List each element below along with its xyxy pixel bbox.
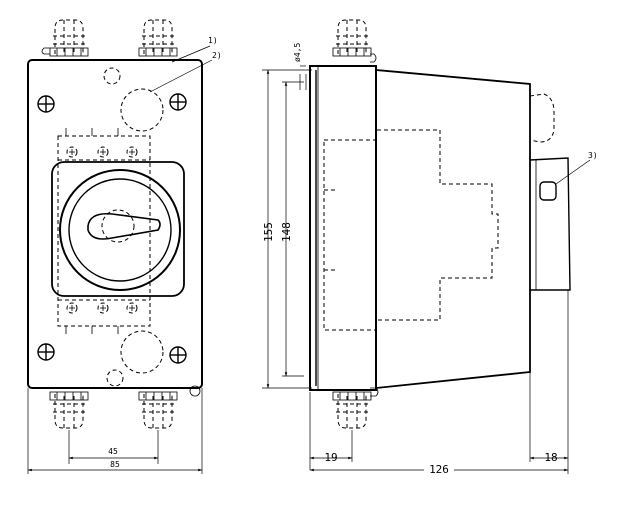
front-small-knockout-top <box>103 67 121 85</box>
callout-3: 3) <box>555 151 598 185</box>
dim-overall-height: 155 <box>262 69 312 389</box>
dim-lid-depth-label: 19 <box>324 451 337 464</box>
side-lid <box>309 65 377 391</box>
front-knob-inner <box>68 178 172 282</box>
dim-overall-height-label: 155 <box>262 222 275 242</box>
front-internal-module <box>57 128 151 334</box>
dim-protrusion-label: 18 <box>544 451 557 464</box>
dim-gland-spacing-label: 45 <box>108 447 118 456</box>
side-bottom-gland <box>332 387 379 429</box>
front-bottom-gland-right <box>138 391 178 429</box>
side-slot <box>539 181 557 201</box>
side-rear-gland <box>529 93 555 143</box>
callout-1: 1) <box>171 36 218 63</box>
side-top-gland <box>332 19 377 63</box>
front-faceplate <box>51 161 185 297</box>
dim-overall-depth-label: 126 <box>429 463 449 476</box>
front-top-gland-right <box>138 19 178 57</box>
callout-1-label: 1) <box>208 36 218 45</box>
callout-3-label: 3) <box>588 151 598 160</box>
front-knob-shaft <box>101 209 135 243</box>
front-enclosure <box>27 59 203 389</box>
dim-gland-spacing: 45 <box>68 430 159 464</box>
dim-mount-height: 148 <box>280 81 304 377</box>
dim-overall-width: 85 <box>27 388 203 474</box>
side-rear-protrusion <box>529 157 571 291</box>
dim-hole: ø4,5 <box>293 43 307 90</box>
side-internal-mechanism <box>323 129 499 331</box>
side-body <box>375 69 531 389</box>
dim-protrusion: 18 <box>529 372 569 464</box>
side-view: ø4,5 155 148 19 126 <box>262 19 598 476</box>
dim-lid-depth: 19 <box>309 392 353 470</box>
front-top-gland-left <box>41 19 89 57</box>
front-bottom-gland-left <box>49 391 89 429</box>
front-earth-point <box>189 385 201 397</box>
front-knob-outer <box>59 169 181 291</box>
front-small-knockout-bottom <box>106 369 124 387</box>
front-knob-handle <box>87 212 161 240</box>
dim-hole-label: ø4,5 <box>293 43 302 62</box>
dim-overall-depth: 126 <box>309 290 569 476</box>
callout-2-label: 2) <box>212 51 222 60</box>
dim-overall-width-label: 85 <box>110 460 120 469</box>
callout-2: 2) <box>149 51 222 93</box>
front-knockout-bottom <box>120 330 164 374</box>
front-view: 45 85 1) 2) <box>27 19 222 474</box>
front-knockout-top <box>120 88 164 132</box>
dim-mount-height-label: 148 <box>280 222 293 242</box>
